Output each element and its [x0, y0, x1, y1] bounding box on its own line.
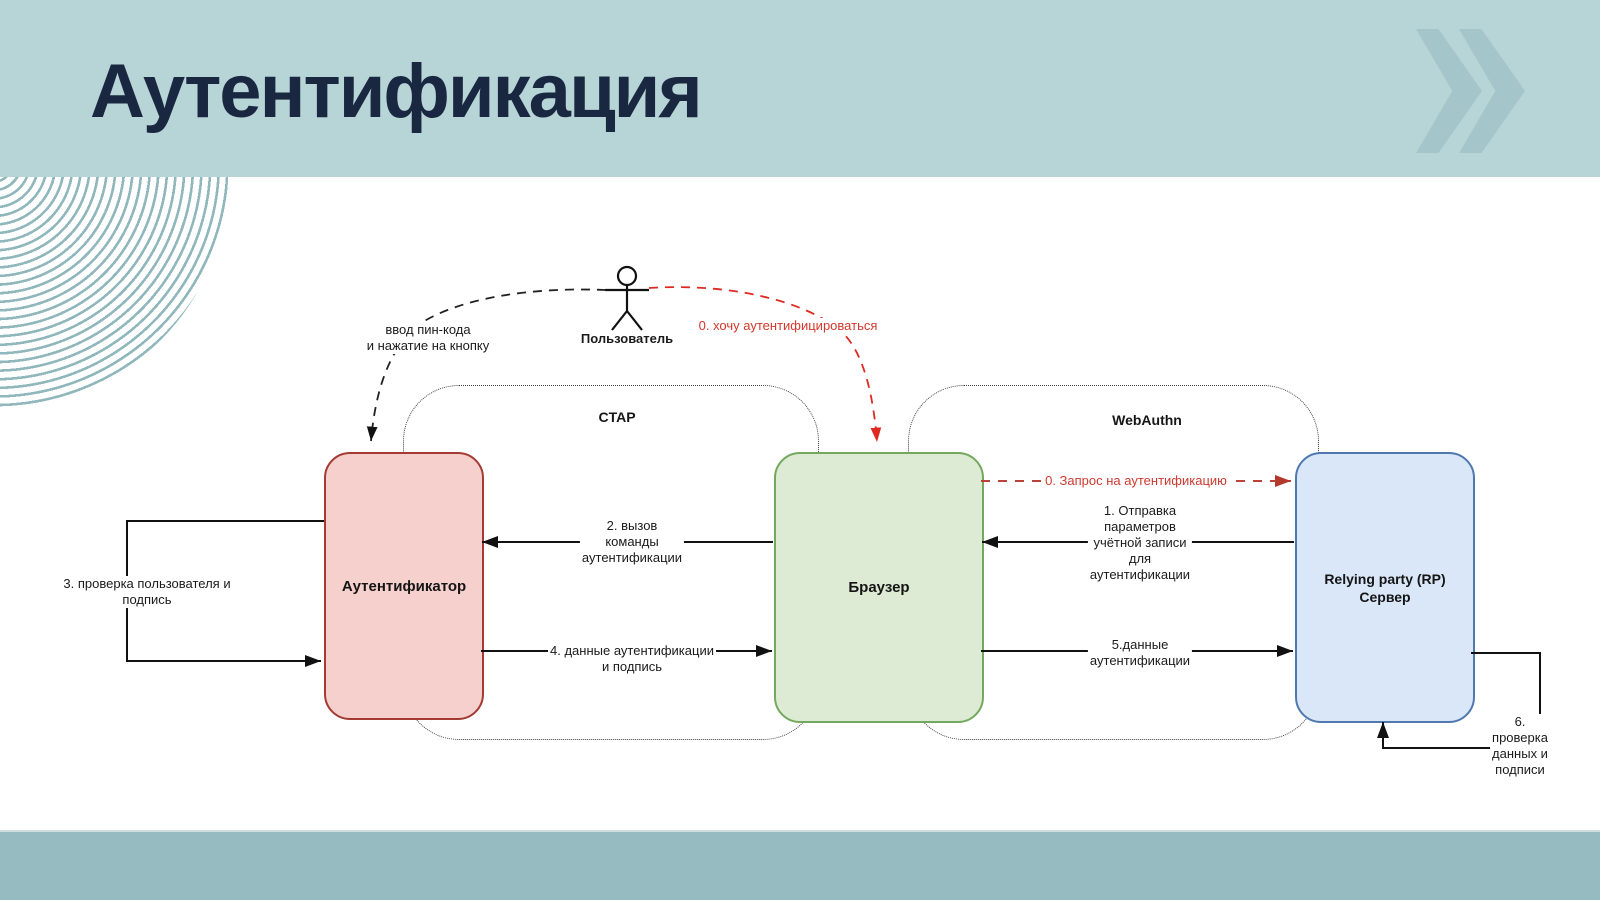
node-relying-party-label-line1: Relying party (RP) — [1324, 570, 1446, 587]
step6-label: 6. проверка данных и подписи — [1490, 714, 1550, 778]
request-auth-label: 0. Запрос на аутентификацию — [1043, 473, 1229, 489]
node-authenticator-label: Аутентификатор — [341, 577, 467, 595]
node-relying-party: Relying party (RP) Сервер — [1295, 452, 1475, 723]
node-authenticator: Аутентификатор — [324, 452, 484, 720]
user-label: Пользователь — [580, 331, 674, 346]
step5-label: 5.данные аутентификации — [1087, 637, 1193, 669]
webauthn-region-label: WebAuthn — [1112, 412, 1182, 428]
footer-band — [0, 830, 1600, 900]
page-title: Аутентификация — [90, 49, 703, 134]
node-browser-label: Браузер — [848, 579, 910, 596]
ctap-region-label: CTAP — [598, 409, 636, 425]
concentric-rings-decoration — [0, 177, 228, 407]
pin-entry-label: ввод пин-кода и нажатие на кнопку — [364, 322, 492, 354]
step4-label: 4. данные аутентификации и подпись — [548, 643, 716, 675]
step1-label: 1. Отправка параметров учётной записи дл… — [1087, 503, 1193, 583]
user-stick-figure-icon — [605, 265, 649, 331]
node-relying-party-label-line2: Сервер — [1359, 588, 1411, 605]
step2-label: 2. вызов команды аутентификации — [579, 518, 685, 566]
want-auth-label: 0. хочу аутентифицироваться — [696, 318, 880, 334]
node-browser: Браузер — [774, 452, 984, 723]
step3-label: 3. проверка пользователя и подпись — [61, 576, 233, 608]
header-band — [0, 0, 1600, 177]
